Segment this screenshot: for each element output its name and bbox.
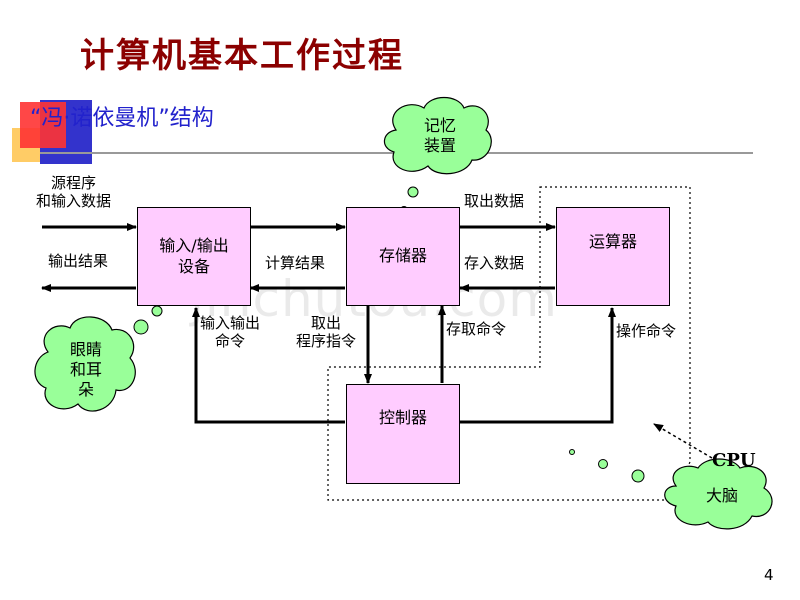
label-store-data: 存入数据 <box>464 254 525 272</box>
label-calc-result: 计算结果 <box>265 254 326 272</box>
io-device-label: 输入/输出 设备 <box>159 235 229 276</box>
cloud-eyes-ears-text: 眼睛 和耳 朵 <box>69 340 102 399</box>
cloud-eyes-ears <box>34 316 136 412</box>
label-fetch-instruction: 取出 程序指令 <box>296 314 357 350</box>
memory-label: 存储器 <box>378 246 427 266</box>
cpu-boundary <box>327 186 691 501</box>
cloud-dot <box>407 186 419 198</box>
label-fetch-data: 取出数据 <box>464 192 525 210</box>
label-operate-command: 操作命令 <box>616 322 677 340</box>
cloud-dot <box>133 319 149 335</box>
cloud-memory-device-text: 记忆 装置 <box>423 116 456 155</box>
arrow-controller-to-io <box>192 307 345 424</box>
arrow-cpu-pointer <box>653 423 713 459</box>
page-title: 计算机基本工作过程 <box>80 36 404 76</box>
arrow-controller-to-alu <box>460 307 616 424</box>
cloud-dot <box>631 469 645 483</box>
cloud-memory-device <box>383 96 492 175</box>
controller-label: 控制器 <box>378 407 427 427</box>
alu-box: 运算器 <box>556 207 670 306</box>
label-access-command: 存取命令 <box>446 320 507 338</box>
memory-box: 存储器 <box>346 207 460 306</box>
page-number: 4 <box>764 566 774 584</box>
label-output-result: 输出结果 <box>48 252 109 270</box>
cloud-dot <box>569 449 575 455</box>
alu-label: 运算器 <box>588 232 637 252</box>
cloud-brain <box>664 458 773 530</box>
cloud-dot <box>151 305 163 317</box>
controller-box: 控制器 <box>346 384 460 484</box>
label-io-command: 输入输出 命令 <box>200 314 261 350</box>
cloud-dot <box>598 459 608 469</box>
subtitle: “冯·诺依曼机”结构 <box>30 106 214 131</box>
io-device-box: 输入/输出 设备 <box>137 207 251 306</box>
decor-red-square <box>20 102 66 148</box>
label-cpu: CPU <box>712 450 756 471</box>
cloud-brain-text: 大脑 <box>705 486 738 505</box>
label-source-program: 源程序 和输入数据 <box>36 174 112 210</box>
